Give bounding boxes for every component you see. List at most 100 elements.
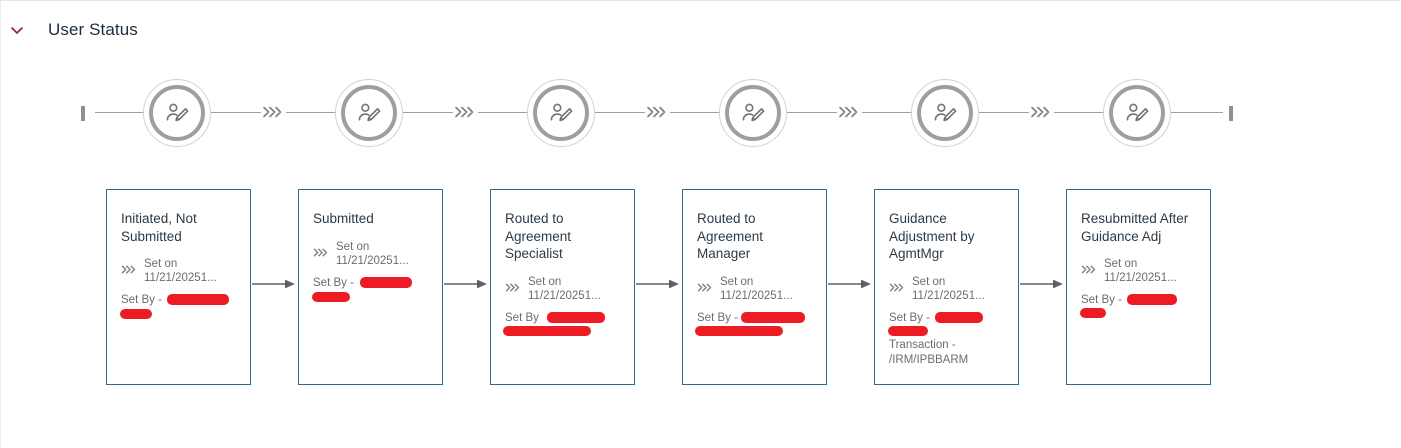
set-on-label: Set on <box>528 275 562 288</box>
timeline-segment <box>1171 112 1223 113</box>
set-by-text: Set By - <box>120 293 236 319</box>
set-on-value: 11/21/20251... <box>720 289 793 302</box>
triple-chevron-right-icon <box>121 257 137 280</box>
set-on-label: Set on <box>144 258 178 270</box>
triple-chevron-right-icon <box>505 275 521 298</box>
triple-chevron-right-icon <box>889 275 905 298</box>
timeline-segment <box>211 112 261 113</box>
card-title: Resubmitted After Guidance Adj <box>1081 211 1189 244</box>
chevron-down-icon[interactable] <box>1 14 33 46</box>
set-on-text: Set on 11/21/20251... <box>144 257 217 285</box>
set-on-label: Set on <box>720 275 754 288</box>
user-edit-icon <box>725 85 781 141</box>
user-edit-icon <box>149 85 205 141</box>
timeline-segment <box>862 112 911 113</box>
redaction-mark <box>503 325 591 336</box>
timeline-node-2[interactable] <box>335 79 403 147</box>
triple-chevron-right-icon <box>313 240 329 263</box>
set-on-value: 11/21/20251... <box>528 289 601 302</box>
timeline-end-cap <box>1229 106 1233 121</box>
set-by-label: Set By <box>505 311 539 324</box>
set-on-value: 11/21/20251... <box>144 272 217 284</box>
timeline-segment <box>403 112 453 113</box>
set-by-text: Set By - <box>1080 293 1196 318</box>
triple-chevron-right-icon <box>262 101 284 123</box>
timeline-segment <box>595 112 645 113</box>
card-title: Initiated, Not Submitted <box>121 211 197 244</box>
set-on-row: Set on 11/21/20251... <box>121 257 236 285</box>
set-by-label: Set By - <box>697 311 738 324</box>
timeline-start-cap <box>81 106 85 121</box>
timeline-segment <box>478 112 527 113</box>
card-title: Routed to Agreement Specialist <box>505 211 572 261</box>
flow-arrow <box>252 278 296 290</box>
set-by-label: Set By - <box>1081 294 1122 306</box>
set-on-label: Set on <box>336 240 370 253</box>
card-title: Submitted <box>313 211 374 226</box>
set-by-text: Set By - <box>888 311 1004 336</box>
timeline-segment <box>286 112 335 113</box>
timeline-segment <box>787 112 837 113</box>
timeline-segment <box>979 112 1029 113</box>
redaction-mark <box>741 311 805 323</box>
triple-chevron-right-icon <box>1030 101 1052 123</box>
redaction-mark <box>547 311 605 323</box>
set-by-text: Set By <box>503 311 620 336</box>
redaction-mark <box>167 294 229 305</box>
timeline-node-3[interactable] <box>527 79 595 147</box>
triple-chevron-right-icon <box>646 101 668 123</box>
triple-chevron-right-icon <box>454 101 476 123</box>
redaction-mark <box>1080 308 1106 318</box>
timeline-node-5[interactable] <box>911 79 979 147</box>
set-by-text: Set By - <box>695 311 812 336</box>
card-title: Routed to Agreement Manager <box>697 211 764 261</box>
redaction-mark <box>312 291 350 302</box>
timeline-node-6[interactable] <box>1103 79 1171 147</box>
set-on-value: 11/21/20251... <box>912 289 985 302</box>
timeline-node-4[interactable] <box>719 79 787 147</box>
set-on-value: 11/21/20251... <box>1104 272 1177 284</box>
set-on-value: 11/21/20251... <box>336 254 409 267</box>
timeline-segment <box>670 112 719 113</box>
user-edit-icon <box>341 85 397 141</box>
timeline-node-1[interactable] <box>143 79 211 147</box>
set-on-label: Set on <box>912 275 946 288</box>
redaction-mark <box>360 276 412 288</box>
redaction-mark <box>695 325 783 336</box>
set-by-label: Set By - <box>889 311 930 324</box>
flow-arrow <box>828 278 872 290</box>
status-card-initiated-not-submitted[interactable]: Initiated, Not Submitted Set on 11/21/202… <box>106 189 251 385</box>
set-by-text: Set By - <box>312 276 428 302</box>
redaction-mark <box>120 309 152 319</box>
card-title: Guidance Adjustment by AgmtMgr <box>889 211 975 261</box>
redaction-mark <box>935 311 983 323</box>
triple-chevron-right-icon <box>697 275 713 298</box>
status-timeline <box>1 79 1401 147</box>
timeline-segment <box>95 112 143 113</box>
user-edit-icon <box>1109 85 1165 141</box>
flow-arrow <box>636 278 680 290</box>
triple-chevron-right-icon <box>838 101 860 123</box>
section-header: User Status <box>1 14 138 46</box>
transaction-text: Transaction - /IRM/IPBBARM <box>889 338 969 366</box>
user-edit-icon <box>533 85 589 141</box>
set-by-label: Set By - <box>313 276 354 289</box>
redaction-mark <box>1127 294 1177 305</box>
page-title: User Status <box>48 20 138 39</box>
